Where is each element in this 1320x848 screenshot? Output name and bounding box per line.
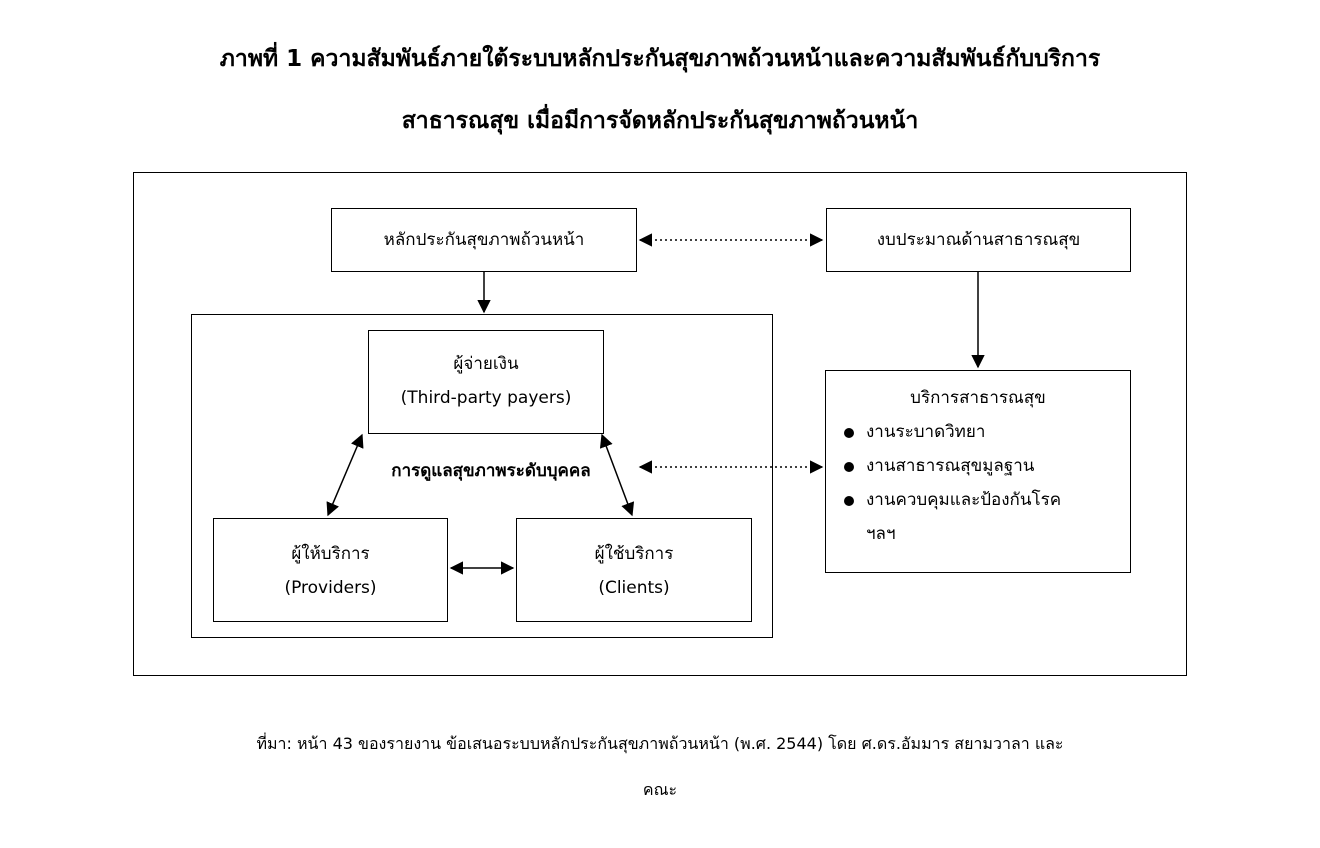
individual-care-label: การดูแลสุขภาพระดับบุคคล bbox=[391, 461, 591, 481]
providers-label-th: ผู้ให้บริการ bbox=[291, 544, 370, 564]
bullet-icon bbox=[844, 428, 854, 438]
figure-title-line-1: ภาพที่ 1 ความสัมพันธ์ภายใต้ระบบหลักประกั… bbox=[219, 46, 1101, 72]
list-item: งานระบาดวิทยา bbox=[842, 415, 1130, 449]
individual-care-frame bbox=[191, 314, 773, 638]
bullet-icon bbox=[844, 462, 854, 472]
budget-label: งบประมาณด้านสาธารณสุข bbox=[876, 230, 1081, 250]
payers-box: ผู้จ่ายเงิน (Third-party payers) bbox=[368, 330, 604, 434]
public-health-etc: ฯลฯ bbox=[866, 524, 896, 544]
public-health-title: บริการสาธารณสุข bbox=[910, 388, 1046, 408]
public-health-list: งานระบาดวิทยา งานสาธารณสุขมูลฐาน งานควบค… bbox=[826, 415, 1130, 517]
list-item-label: งานสาธารณสุขมูลฐาน bbox=[866, 456, 1035, 476]
clients-label-th: ผู้ใช้บริการ bbox=[594, 544, 674, 564]
list-item: งานควบคุมและป้องกันโรค bbox=[842, 483, 1130, 517]
list-item: งานสาธารณสุขมูลฐาน bbox=[842, 449, 1130, 483]
list-item-label: งานควบคุมและป้องกันโรค bbox=[866, 490, 1062, 510]
payers-label-en: (Third-party payers) bbox=[400, 388, 572, 408]
uhc-box: หลักประกันสุขภาพถ้วนหน้า bbox=[331, 208, 637, 272]
bullet-icon bbox=[844, 496, 854, 506]
clients-label-en: (Clients) bbox=[598, 578, 670, 598]
providers-box: ผู้ให้บริการ (Providers) bbox=[213, 518, 448, 622]
clients-box: ผู้ใช้บริการ (Clients) bbox=[516, 518, 752, 622]
source-note-line-1: ที่มา: หน้า 43 ของรายงาน ข้อเสนอระบบหลัก… bbox=[256, 734, 1064, 753]
diagram-outer-frame bbox=[133, 172, 1187, 676]
providers-label-en: (Providers) bbox=[284, 578, 377, 598]
payers-label-th: ผู้จ่ายเงิน bbox=[453, 354, 519, 374]
figure-title-line-2: สาธารณสุข เมื่อมีการจัดหลักประกันสุขภาพถ… bbox=[401, 108, 919, 134]
list-item-label: งานระบาดวิทยา bbox=[866, 422, 986, 442]
budget-box: งบประมาณด้านสาธารณสุข bbox=[826, 208, 1131, 272]
public-health-box: บริการสาธารณสุข งานระบาดวิทยา งานสาธารณส… bbox=[825, 370, 1131, 573]
uhc-label: หลักประกันสุขภาพถ้วนหน้า bbox=[383, 230, 585, 250]
source-note-line-2: คณะ bbox=[642, 780, 678, 799]
